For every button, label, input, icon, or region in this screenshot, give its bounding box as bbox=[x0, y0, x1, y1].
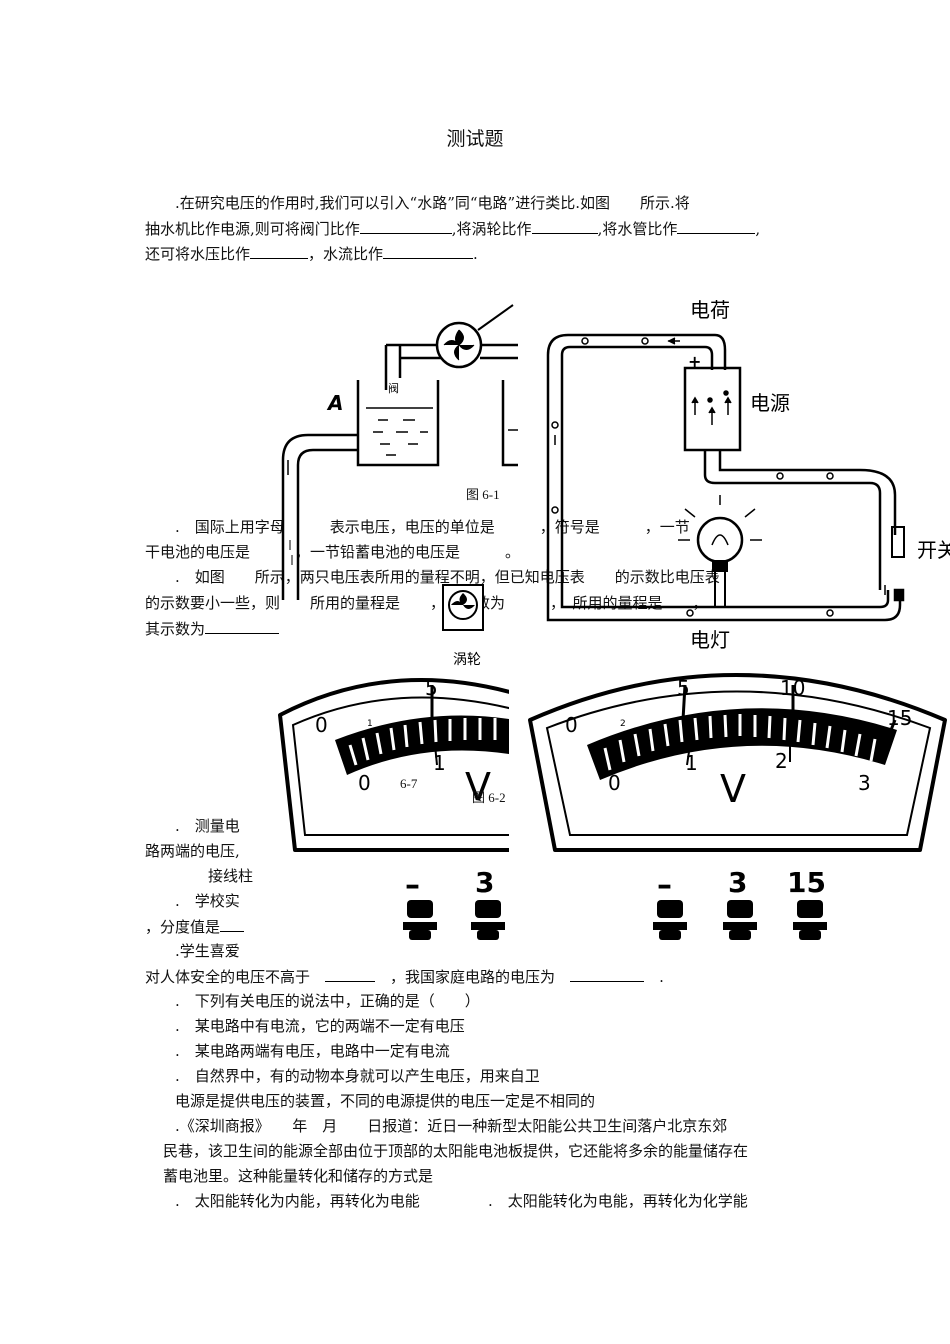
label-charge: 电荷 bbox=[690, 298, 730, 322]
left-scale-top-5: 5 bbox=[425, 676, 438, 700]
right-scale-bottom-2: 2 bbox=[775, 749, 788, 773]
figure-caption-6-1: 图 6-1 bbox=[466, 487, 500, 502]
q7-option-b[interactable]: . 某电路两端有电压，电路中一定有电流 bbox=[175, 1042, 450, 1060]
answer-blank-reading[interactable] bbox=[205, 619, 280, 634]
q4-line1: . 测量电 bbox=[175, 817, 240, 835]
figure-label-a: A bbox=[326, 391, 343, 415]
q8-option-a[interactable]: . 太阳能转化为内能，再转化为电能 bbox=[175, 1192, 420, 1210]
label-lamp: 电灯 bbox=[690, 628, 730, 652]
label-switch: 开关 bbox=[917, 538, 950, 562]
q1-text-e: 还可将水压比作 bbox=[145, 245, 251, 263]
answer-blank-home-voltage[interactable] bbox=[570, 967, 645, 982]
q1-line3: 还可将水压比作 ，水流比作. bbox=[145, 244, 478, 263]
q5-line2: ，分度值是 bbox=[145, 917, 245, 936]
answer-blank-safe-voltage[interactable] bbox=[325, 967, 376, 982]
q7-option-c[interactable]: . 自然界中，有的动物本身就可以产生电压，用来自卫 bbox=[175, 1067, 540, 1085]
page-title: 测试题 bbox=[446, 128, 504, 150]
q6-text-b: ，我国家庭电路的电压为 bbox=[390, 968, 556, 986]
answer-blank-pipe[interactable] bbox=[677, 219, 756, 234]
left-unit: V bbox=[465, 765, 491, 809]
electric-circuit-figure: 电荷 + 电源 开关 电灯 bbox=[546, 298, 950, 652]
right-scale-bottom-0: 0 bbox=[608, 771, 621, 795]
right-scale-top-5: 5 bbox=[677, 676, 690, 700]
answer-blank-water-pressure[interactable] bbox=[250, 244, 309, 259]
lamp-icon bbox=[678, 495, 762, 572]
q8-line1: .《深圳商报》 年 月 日报道：近日一种新型太阳能公共卫生间落户北京东郊 bbox=[175, 1117, 728, 1135]
answer-blank-turbine[interactable] bbox=[531, 219, 598, 234]
left-terminal-3-label: 3 bbox=[475, 866, 494, 899]
q6-line1: .学生喜爱 bbox=[175, 942, 240, 960]
q1-text-a: 抽水机比作电源,则可将阀门比作 bbox=[145, 220, 360, 238]
q1-text-f: ，水流比作 bbox=[308, 245, 384, 263]
q1-line1: .在研究电压的作用时,我们可以引入“水路”同“电路”进行类比.如图 所示.将 bbox=[175, 194, 690, 212]
figure-caption-left: 6-7 bbox=[400, 776, 418, 791]
water-circuit-figure: A 阀 涡轮 bbox=[281, 304, 518, 668]
answer-blank-valve[interactable] bbox=[359, 219, 452, 234]
q8-line2: 民巷，该卫生间的能源全部由位于顶部的太阳能电池板提供，它还能将多余的能量储存在 bbox=[163, 1142, 749, 1160]
q1-text-d: , bbox=[755, 220, 761, 238]
q7-stem: . 下列有关电压的说法中，正确的是（ ） bbox=[175, 992, 480, 1010]
q6-text-a: 对人体安全的电压不高于 bbox=[145, 968, 311, 986]
right-scale-top-10: 10 bbox=[780, 676, 805, 700]
left-terminal-minus-label: – bbox=[405, 868, 420, 903]
q4-line3: 接线柱 bbox=[208, 867, 254, 885]
right-terminal-3 bbox=[723, 900, 757, 940]
figure-caption-6-2: 图 6-2 bbox=[472, 790, 506, 805]
right-terminal-minus-label: – bbox=[657, 868, 672, 903]
voltmeter-left: 0 5 0 1 1 V – 3 bbox=[278, 676, 509, 940]
answer-blank-water-flow[interactable] bbox=[383, 244, 474, 259]
left-terminal-3 bbox=[471, 900, 505, 940]
left-scale-top-0: 0 bbox=[315, 713, 328, 737]
q6-text-c: . bbox=[659, 968, 664, 986]
right-unit: V bbox=[720, 767, 746, 811]
q7-option-d[interactable]: 电源是提供电压的装置，不同的电源提供的电压一定是不相同的 bbox=[175, 1092, 596, 1110]
left-terminal-minus bbox=[403, 900, 437, 940]
left-scale-bottom-1: 1 bbox=[433, 751, 446, 775]
q4-line2: 路两端的电压, bbox=[145, 842, 240, 860]
left-scale-bottom-0: 0 bbox=[358, 771, 371, 795]
q8-line3: 蓄电池里。这种能量转化和储存的方式是 bbox=[163, 1167, 434, 1185]
voltmeter-right: 0 5 10 15 0 1 2 3 2 V – 3 15 bbox=[528, 673, 947, 940]
q3-line3: 其示数为 bbox=[145, 619, 280, 638]
q1-line2: 抽水机比作电源,则可将阀门比作 ,将涡轮比作 ,将水管比作, bbox=[145, 219, 760, 238]
right-scale-bottom-1: 1 bbox=[685, 751, 698, 775]
figure-label-bottom: 涡轮 bbox=[453, 652, 481, 668]
right-marker: 2 bbox=[620, 719, 626, 729]
right-scale-bottom-3: 3 bbox=[858, 771, 871, 795]
turbine-icon bbox=[442, 584, 484, 631]
right-scale-top-0: 0 bbox=[565, 713, 578, 737]
right-terminal-3-label: 3 bbox=[728, 866, 747, 899]
q3-text: 其示数为 bbox=[145, 620, 206, 638]
q8-option-b[interactable]: . 太阳能转化为电能，再转化为化学能 bbox=[488, 1192, 748, 1210]
right-terminal-minus bbox=[653, 900, 687, 940]
q1-text-g: . bbox=[473, 245, 478, 263]
label-source: 电源 bbox=[750, 391, 790, 415]
q7-option-a[interactable]: . 某电路中有电流，它的两端不一定有电压 bbox=[175, 1017, 465, 1035]
figure-label-valve: 阀 bbox=[388, 381, 399, 395]
q1-text-c: ,将水管比作 bbox=[597, 220, 678, 238]
q3-line1: . 如图 所示，两只电压表所用的量程不明，但已知电压表 的示数比电压表 bbox=[175, 568, 720, 586]
q1-text-b: ,将涡轮比作 bbox=[451, 220, 532, 238]
q5-line1: . 学校实 bbox=[175, 892, 240, 910]
q2-line2: 干电池的电压是 ，一节铅蓄电池的电压是 。 bbox=[145, 543, 521, 561]
q5-text: ，分度值是 bbox=[145, 918, 221, 936]
right-terminal-15-label: 15 bbox=[787, 866, 826, 899]
answer-blank-division[interactable] bbox=[220, 917, 245, 932]
q6-line2: 对人体安全的电压不高于 ，我国家庭电路的电压为 . bbox=[145, 967, 664, 986]
right-terminal-15 bbox=[793, 900, 827, 940]
label-plus: + bbox=[688, 352, 701, 371]
right-scale-top-15: 15 bbox=[887, 706, 912, 730]
left-marker: 1 bbox=[367, 719, 373, 729]
